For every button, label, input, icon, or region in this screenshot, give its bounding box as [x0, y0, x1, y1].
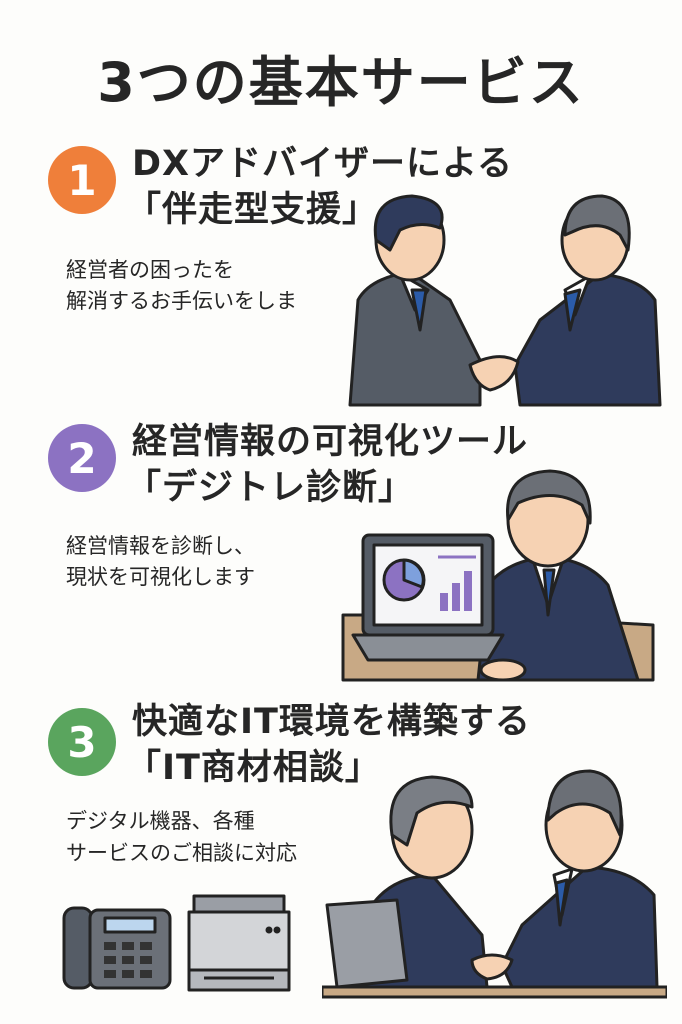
- section-2-desc-line2: 現状を可視化します: [66, 565, 255, 589]
- section-3-desc-line2: サービスのご相談に対応: [66, 841, 297, 865]
- section-1-desc-line1: 経営者の困ったを: [66, 258, 234, 282]
- section-2-desc-line1: 経営情報を診断し、: [66, 534, 255, 558]
- section-2-heading-line2: 「デジトレ診断」: [126, 468, 415, 508]
- printer-icon: [187, 894, 291, 992]
- section-3-number-badge: 3: [48, 708, 116, 776]
- section-1-heading-line2: 「伴走型支援」: [126, 190, 379, 230]
- consultation-illustration: [322, 769, 667, 999]
- page-title: 3つの基本サービス: [97, 51, 585, 114]
- phone-icon: [62, 906, 172, 990]
- section-3-desc-line1: デジタル機器、各種: [66, 809, 255, 833]
- section-3-heading-line1: 快適なIT環境を構築する: [132, 702, 531, 742]
- section-1-number-badge: 1: [48, 146, 116, 214]
- laptop-analysis-illustration: [341, 469, 655, 682]
- section-1-heading-line1: DXアドバイザーによる: [132, 144, 513, 184]
- handshake-illustration: [348, 194, 662, 407]
- section-1-desc-line2: 解消するお手伝いをしま: [66, 289, 297, 313]
- section-2-heading-line1: 経営情報の可視化ツール: [132, 422, 529, 462]
- section-3-heading-line2: 「IT商材相談」: [126, 748, 381, 788]
- section-2-number-badge: 2: [48, 424, 116, 492]
